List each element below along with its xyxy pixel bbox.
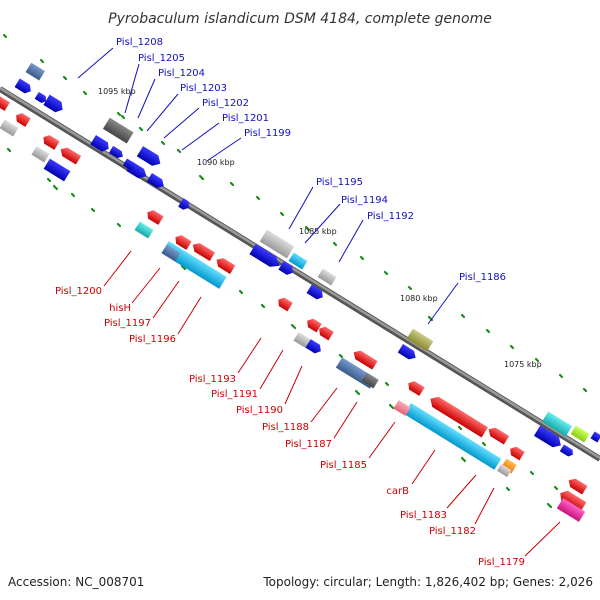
leader-pisl-1183 bbox=[446, 474, 477, 509]
leader-pisl-1187 bbox=[333, 401, 358, 439]
gene-label-pisl-1193: Pisl_1193 bbox=[189, 374, 236, 385]
leader-pisl-1202 bbox=[163, 107, 200, 139]
scale-label-1075: 1075 kbp bbox=[504, 360, 542, 369]
leader-pisl-1197 bbox=[152, 280, 180, 319]
gene-label-pisl-1192: Pisl_1192 bbox=[367, 211, 414, 222]
gene-label-pisl-1186: Pisl_1186 bbox=[459, 272, 506, 283]
leader-pisl-1192 bbox=[338, 219, 364, 263]
gene-label-pisl-1200: Pisl_1200 bbox=[55, 286, 102, 297]
gene-label-pisl-1203: Pisl_1203 bbox=[180, 83, 227, 94]
gene-label-pisl-1195: Pisl_1195 bbox=[316, 177, 363, 188]
leader-pisl-1185 bbox=[368, 421, 396, 459]
gene-label-pisl-1205: Pisl_1205 bbox=[138, 53, 185, 64]
leader-pisl-1208 bbox=[77, 47, 114, 79]
leader-pisl-1195 bbox=[288, 186, 314, 230]
leader-pisl-1201 bbox=[181, 122, 220, 151]
gene-label-pisl-1197: Pisl_1197 bbox=[104, 318, 151, 329]
gene-label-pisl-1191: Pisl_1191 bbox=[211, 389, 258, 400]
forward-genes bbox=[0, 62, 600, 457]
outer-tick-track bbox=[2, 33, 588, 393]
scale-label-1095: 1095 kbp bbox=[98, 87, 136, 96]
gene-label-pisl-1182: Pisl_1182 bbox=[429, 526, 476, 537]
leader-carb bbox=[411, 449, 436, 485]
leader-pisl-1190 bbox=[284, 365, 303, 405]
gene-label-pisl-1194: Pisl_1194 bbox=[341, 195, 388, 206]
gene-label-pisl-1202: Pisl_1202 bbox=[202, 98, 249, 109]
leader-pisl-1199 bbox=[206, 137, 242, 162]
leader-hish bbox=[131, 267, 161, 304]
gene-label-carb: carB bbox=[386, 486, 409, 497]
genome-summary-text: Topology: circular; Length: 1,826,402 bp… bbox=[262, 575, 593, 589]
gene-label-pisl-1183: Pisl_1183 bbox=[400, 510, 447, 521]
leader-pisl-1182 bbox=[474, 487, 495, 525]
gene-label-pisl-1196: Pisl_1196 bbox=[129, 334, 176, 345]
gene-label-pisl-1204: Pisl_1204 bbox=[158, 68, 205, 79]
scale-label-1080: 1080 kbp bbox=[400, 294, 438, 303]
reverse-genes bbox=[0, 95, 588, 522]
gene-label-pisl-1179: Pisl_1179 bbox=[478, 557, 525, 568]
gene-label-pisl-1208: Pisl_1208 bbox=[116, 37, 163, 48]
leader-pisl-1205 bbox=[124, 63, 140, 114]
inner-tick-track bbox=[6, 147, 583, 509]
leader-pisl-1203 bbox=[146, 93, 179, 132]
gene-label-hish: hisH bbox=[109, 303, 131, 314]
leader-pisl-1193 bbox=[237, 337, 262, 374]
leader-pisl-1186 bbox=[427, 282, 459, 325]
leader-pisl-1179 bbox=[524, 521, 561, 557]
leader-pisl-1194 bbox=[304, 203, 341, 244]
gene-label-pisl-1199: Pisl_1199 bbox=[244, 128, 291, 139]
gene-label-pisl-1188: Pisl_1188 bbox=[262, 422, 309, 433]
scale-label-1090: 1090 kbp bbox=[197, 158, 235, 167]
leader-pisl-1200 bbox=[103, 250, 132, 287]
leader-pisl-1196 bbox=[177, 296, 202, 335]
scale-label-1085: 1085 kbp bbox=[299, 227, 337, 236]
gene-label-pisl-1187: Pisl_1187 bbox=[285, 439, 332, 450]
gene-label-pisl-1185: Pisl_1185 bbox=[320, 460, 367, 471]
leader-pisl-1188 bbox=[310, 387, 338, 423]
map-title: Pyrobaculum islandicum DSM 4184, complet… bbox=[108, 11, 492, 27]
gene-label-pisl-1190: Pisl_1190 bbox=[236, 405, 283, 416]
gene-label-pisl-1201: Pisl_1201 bbox=[222, 113, 269, 124]
leader-pisl-1204 bbox=[137, 78, 156, 119]
accession-text: Accession: NC_008701 bbox=[8, 575, 144, 589]
leader-pisl-1191 bbox=[259, 349, 284, 390]
